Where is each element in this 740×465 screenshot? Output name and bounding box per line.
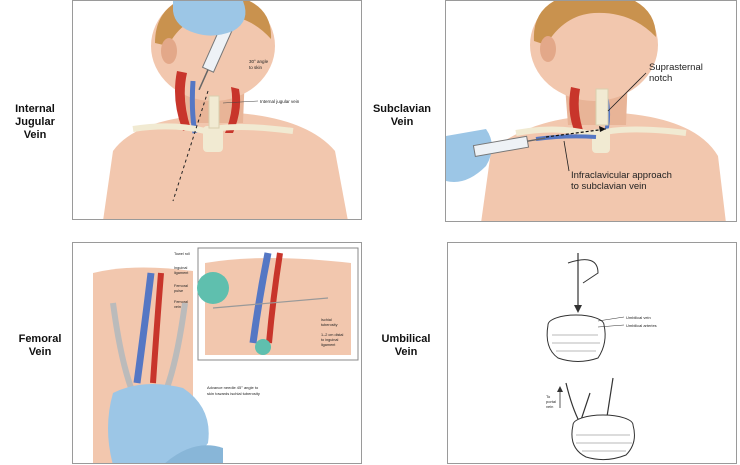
annotation-to-portal-vein: To	[546, 394, 551, 399]
annotation-to-portal-vein-3: vein	[546, 404, 553, 409]
trachea	[208, 95, 220, 129]
sternum	[203, 126, 223, 152]
annotation-advance-needle-2: skin towards ischial tuberosity	[207, 391, 260, 396]
label-femoral-vein: Femoral Vein	[10, 333, 70, 359]
annotation-internal-jugular-vein: Internal jugular vein	[260, 99, 300, 104]
ear	[161, 38, 177, 64]
ear	[540, 36, 556, 62]
annotation-suprasternal-notch: Suprasternal	[649, 62, 703, 73]
annotation-umbilical-vein: Umbilical vein	[626, 315, 651, 320]
arrow-down	[574, 305, 582, 313]
inset-femoral-artery	[266, 252, 283, 344]
label-line-2: Vein	[390, 116, 414, 128]
towel-roll-bottom	[255, 339, 271, 355]
inset-femoral-vein	[249, 252, 272, 344]
panel-umbilical: Umbilical vein Umbilical arteries To por…	[447, 242, 737, 464]
label-line-2: Vein	[28, 346, 52, 358]
annotation-inguinal-ligament-2: ligament	[174, 271, 189, 275]
needle-path-arrow	[545, 128, 607, 138]
sternum	[592, 129, 610, 153]
annotation-angle-2: to skin	[249, 65, 263, 70]
annotation-infraclavicular-approach: Infraclavicular approach	[571, 170, 672, 181]
internal-jugular-illustration: 30° angle to skin Internal jugular vein	[103, 1, 348, 219]
glove-hand	[108, 384, 209, 463]
syringe	[472, 135, 546, 158]
stump-body-bottom	[571, 424, 635, 461]
label-line-1: Umbilical	[381, 333, 431, 345]
annotation-inguinal-ligament: Inguinal	[174, 266, 187, 270]
annotation-femoral-pulse: Femoral	[174, 284, 188, 288]
scm-muscle	[569, 87, 584, 135]
annotation-to-portal-vein-2: portal	[546, 399, 556, 404]
umbilical-illustration: Umbilical vein Umbilical arteries To por…	[546, 253, 657, 461]
scm-muscle-right	[225, 87, 241, 133]
scm-muscle-left	[175, 71, 191, 131]
label-umbilical-vein: Umbilical Vein	[376, 333, 436, 359]
annotation-ischial-tuberosity: Ischial	[321, 318, 332, 322]
annotation-umbilical-arteries: Umbilical arteries	[626, 323, 657, 328]
forearm	[165, 445, 223, 463]
annotation-infraclavicular-approach-2: to subclavian vein	[571, 181, 647, 192]
trachea	[595, 88, 609, 126]
inguinal-ligament	[212, 297, 329, 309]
hair	[533, 1, 656, 45]
head	[530, 1, 658, 101]
annotation-suprasternal-notch-2: notch	[649, 73, 672, 84]
femoral-artery	[150, 272, 164, 384]
jugular-vein	[189, 80, 198, 134]
annotation-distance-2: to inguinal	[321, 338, 338, 342]
towel-roll	[197, 272, 229, 304]
torso	[103, 113, 348, 219]
annotation-femoral-vein: Femoral	[174, 300, 188, 304]
label-subclavian-vein: Subclavian Vein	[370, 103, 434, 129]
annotation-ischial-tuberosity-2: tuberosity	[321, 323, 338, 327]
annotation-femoral-pulse-2: pulse	[174, 289, 183, 293]
label-line-1: Femoral	[18, 333, 62, 345]
inset-skin	[205, 258, 351, 355]
annotation-distance-3: ligament	[321, 343, 336, 347]
annotation-femoral-vein-2: vein	[174, 305, 181, 309]
label-line-2: Vein	[394, 346, 418, 358]
subclavian-illustration: Suprasternal notch Infraclavicular appro…	[446, 1, 726, 221]
label-line-2: Vein	[23, 129, 47, 141]
needle-path-line	[172, 90, 209, 202]
femoral-illustration: Towel roll Inguinal ligament Femoral pul…	[93, 247, 359, 463]
annotation-advance-needle: Advance needle 45° angle to	[207, 385, 259, 390]
panel-internal-jugular: 30° angle to skin Internal jugular vein	[72, 0, 362, 220]
clamp-top	[567, 259, 599, 284]
glove-hand	[173, 1, 246, 36]
femoral-vein	[133, 272, 155, 384]
label-internal-jugular-vein: Internal Jugular Vein	[0, 103, 70, 142]
annotation-towel-roll: Towel roll	[174, 252, 190, 256]
panel-subclavian: Suprasternal notch Infraclavicular appro…	[445, 0, 737, 222]
annotation-distance: 1–2 cm distal	[321, 333, 344, 337]
panel-femoral: Towel roll Inguinal ligament Femoral pul…	[72, 242, 362, 464]
glove-hand	[446, 129, 492, 182]
annotation-angle: 30° angle	[249, 59, 269, 64]
stump-hatching-top	[552, 334, 600, 352]
label-line-1: Subclavian	[372, 103, 432, 115]
label-line-1: Internal Jugular	[15, 103, 55, 128]
stump-hatching-bottom	[576, 434, 632, 452]
